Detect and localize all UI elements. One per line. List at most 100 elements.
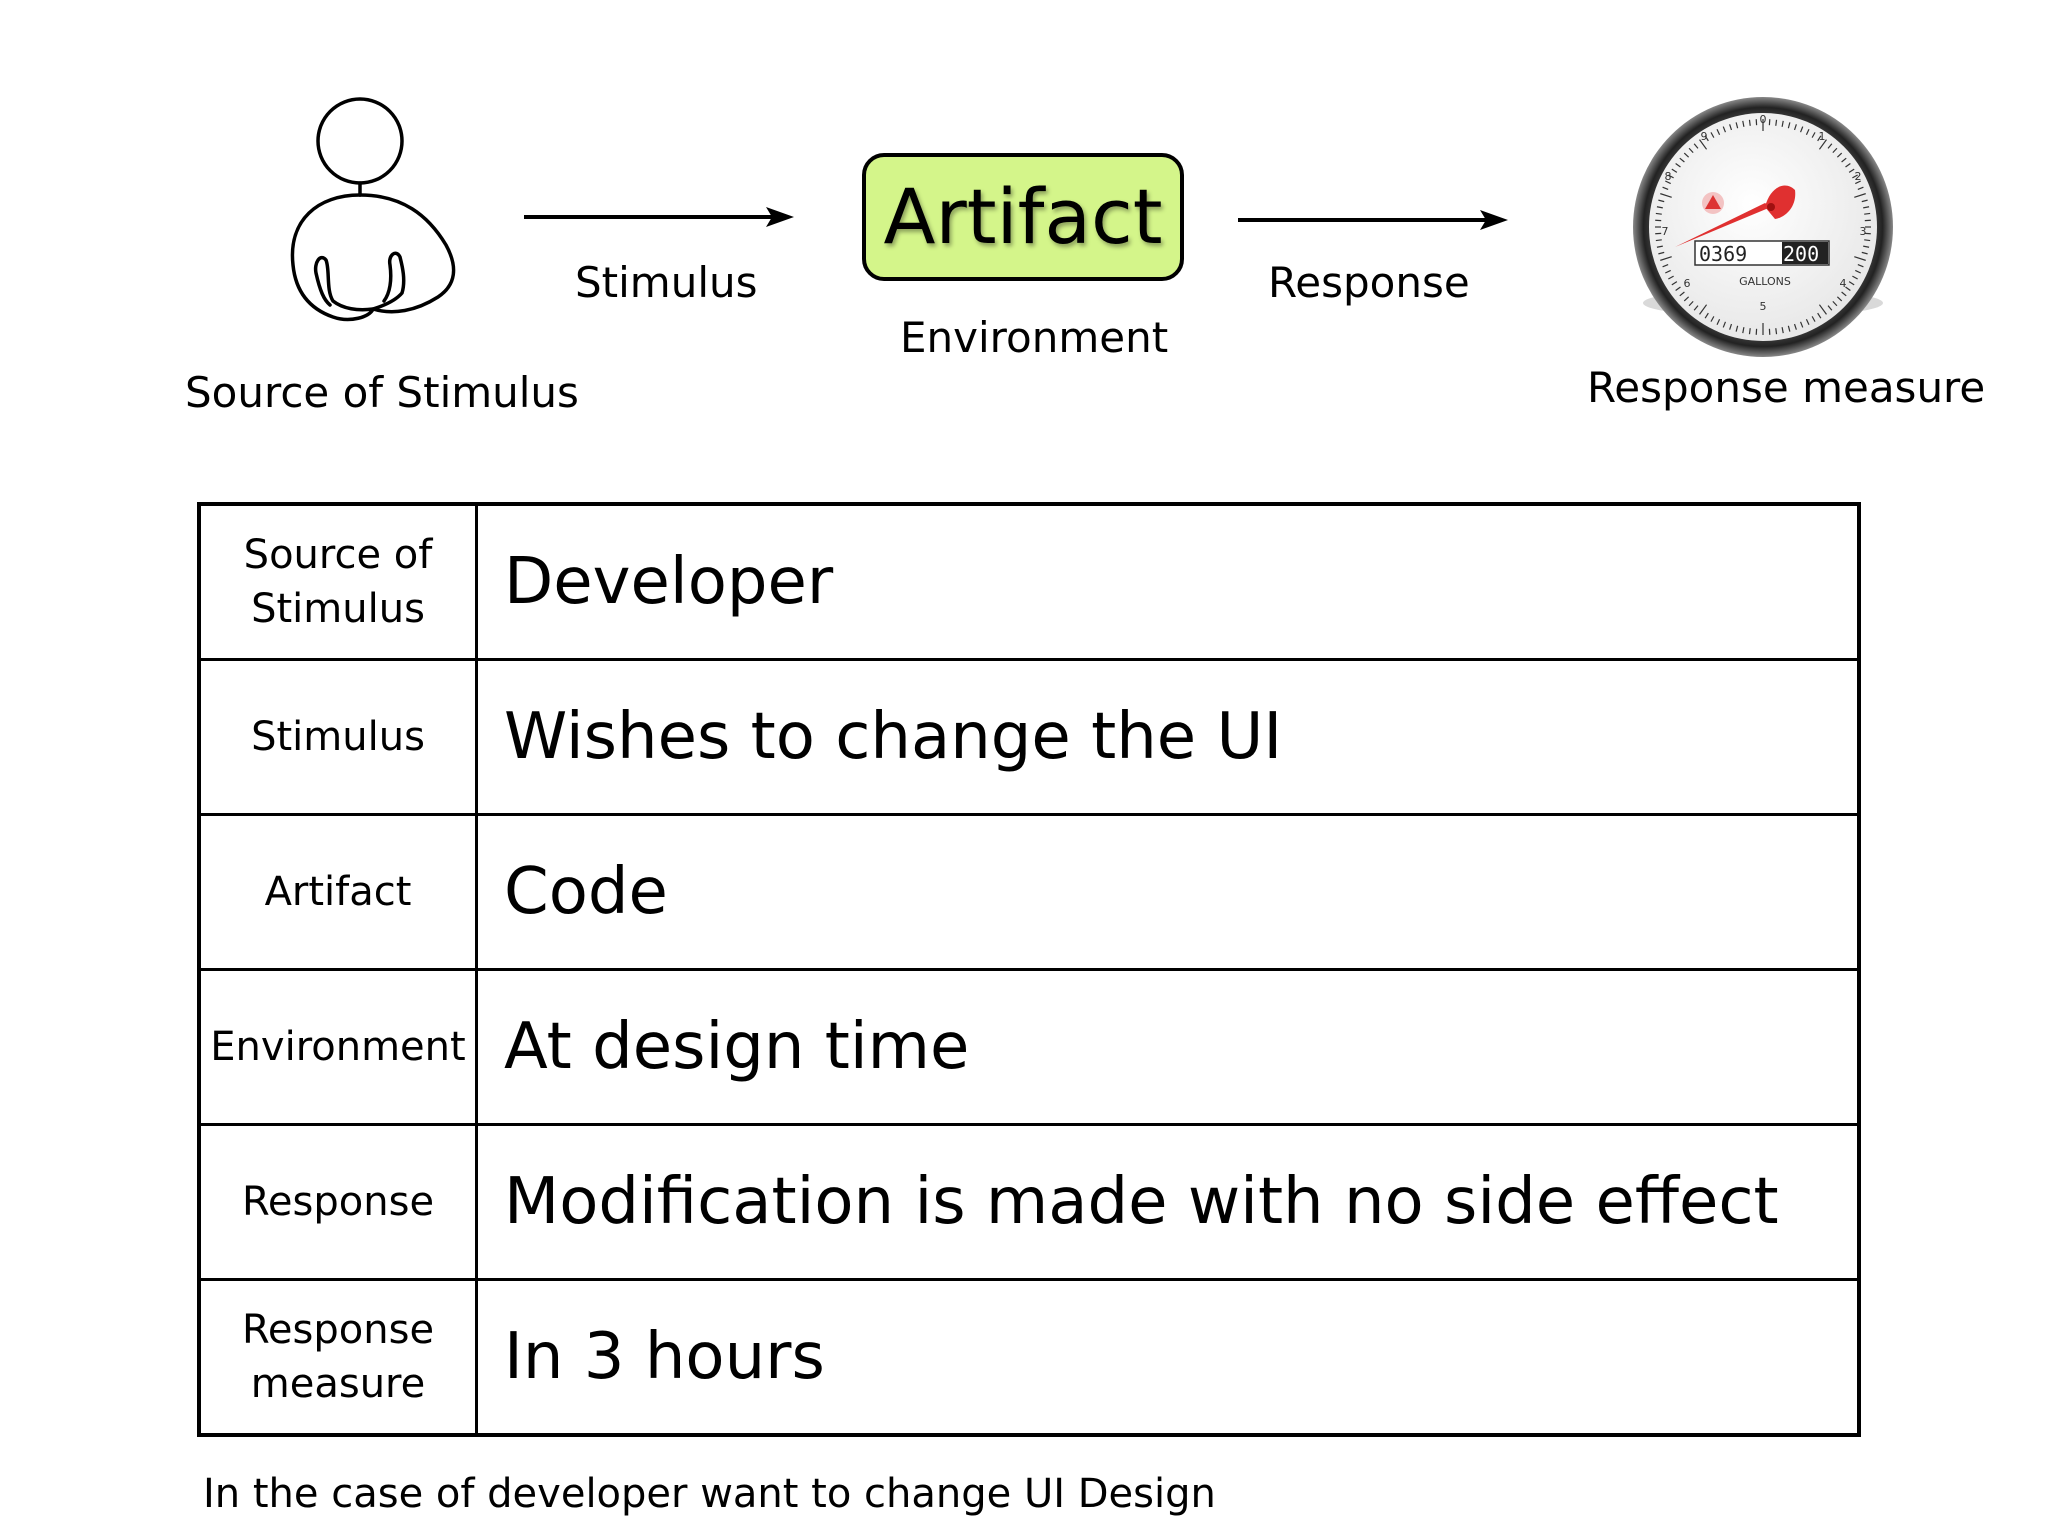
row-value-source-of-stimulus: Developer	[475, 502, 1861, 661]
gauge-tick	[1722, 126, 1727, 133]
gauge-tick	[1827, 305, 1833, 311]
gauge-tick	[1793, 323, 1797, 330]
gauge-tick	[1656, 206, 1663, 209]
gauge-tick	[1710, 132, 1715, 138]
dial-number: 0	[1760, 113, 1767, 126]
dial-number: 1	[1819, 130, 1826, 143]
gauge-icon: 0 1 2 3 4 5 6 7 8 9 0369 200 GALLONS	[1633, 97, 1893, 357]
dial-number: 8	[1665, 170, 1672, 183]
gauge-tick	[1716, 319, 1721, 325]
source-of-stimulus-label: Source of Stimulus	[185, 368, 579, 417]
gauge-tick	[1662, 186, 1669, 191]
gauge-tick	[1857, 186, 1864, 191]
gauge-tick	[1841, 291, 1847, 297]
gauge-tick	[1793, 124, 1797, 131]
row-value-environment: At design time	[475, 968, 1861, 1126]
gauge-tick	[1845, 286, 1851, 291]
gauge-tick	[1836, 152, 1843, 158]
dial-number: 9	[1701, 130, 1708, 143]
dial-number: 4	[1840, 277, 1847, 290]
gauge-tick	[1658, 251, 1665, 255]
gauge-tick	[1699, 139, 1708, 150]
dial-number: 3	[1860, 225, 1867, 238]
gauge-tick	[1781, 327, 1784, 334]
gauge-units: GALLONS	[1739, 275, 1791, 288]
row-key-stimulus: Stimulus	[197, 658, 478, 816]
gauge-tick	[1742, 327, 1745, 334]
row-value-stimulus: Wishes to change the UI	[475, 658, 1861, 816]
gauge-tick	[1662, 263, 1669, 268]
gauge-tick	[1854, 193, 1866, 198]
gauge-tick	[1775, 119, 1778, 126]
table-row: Stimulus Wishes to change the UI	[197, 658, 1861, 816]
gauge-tick	[1811, 132, 1816, 138]
stimulus-label: Stimulus	[575, 258, 758, 307]
gauge-tick	[1787, 325, 1791, 332]
response-measure-label: Response measure	[1587, 363, 1986, 412]
gauge-tick	[1688, 147, 1694, 154]
gauge-tick	[1655, 239, 1662, 242]
response-label: Response	[1268, 258, 1470, 307]
gauge-tick	[1852, 174, 1858, 179]
gauge-tick	[1841, 157, 1847, 163]
gauge-tick	[1655, 212, 1662, 215]
gauge-tick	[1811, 316, 1816, 322]
gauge-tick	[1699, 304, 1708, 315]
gauge-tick	[1775, 328, 1778, 335]
gauge-tick	[1748, 328, 1751, 335]
gauge-tick	[1748, 119, 1751, 126]
gauge-tick	[1805, 319, 1810, 325]
gauge-tick	[1817, 312, 1822, 319]
gauge-tick	[1805, 129, 1810, 135]
environment-label: Environment	[900, 313, 1169, 362]
dial-number: 5	[1760, 300, 1767, 313]
gauge-tick	[1688, 300, 1694, 307]
gauge-tick	[1857, 263, 1864, 268]
gauge-tick	[1693, 143, 1699, 149]
gauge-tick	[1864, 239, 1871, 242]
row-value-artifact: Code	[475, 813, 1861, 971]
gauge-tick	[1836, 296, 1843, 302]
counter-highlight-digits: 200	[1783, 242, 1819, 266]
row-key-environment: Environment	[197, 968, 478, 1126]
dial-number: 6	[1684, 277, 1691, 290]
gauge-tick	[1722, 321, 1727, 328]
gauge-tick	[1658, 199, 1665, 203]
gauge-tick	[1665, 180, 1671, 185]
gauge-tick	[1704, 312, 1709, 319]
gauge-tick	[1852, 275, 1858, 280]
artifact-box: Artifact	[862, 153, 1184, 281]
gauge-tick	[1671, 168, 1678, 173]
gauge-tick	[1817, 135, 1822, 142]
counter-digits: 0369	[1699, 242, 1747, 266]
gauge-tick	[1861, 251, 1868, 255]
gauge-tick	[1679, 291, 1685, 297]
gauge-tick	[1832, 300, 1838, 307]
table-row: Artifact Code	[197, 813, 1861, 971]
gauge-tick	[1729, 323, 1733, 330]
row-key-response: Response	[197, 1123, 478, 1281]
response-arrow-icon	[1238, 210, 1508, 230]
gauge-tick	[1848, 168, 1855, 173]
gauge-tick	[1818, 304, 1827, 315]
gauge-tick	[1854, 256, 1866, 261]
row-value-response-measure: In 3 hours	[475, 1278, 1861, 1437]
gauge-tick	[1855, 269, 1861, 274]
gauge-tick	[1832, 147, 1838, 154]
stimulus-arrow-icon	[524, 207, 794, 227]
gauge-tick	[1855, 180, 1861, 185]
gauge-tick	[1710, 316, 1715, 322]
dial-number: 7	[1662, 225, 1669, 238]
gauge-tick	[1675, 286, 1681, 291]
gauge-tick	[1660, 256, 1672, 261]
gauge-tick	[1716, 129, 1721, 135]
gauge-tick	[1704, 135, 1709, 142]
gauge-tick	[1742, 120, 1745, 127]
gauge-tick	[1781, 120, 1784, 127]
gauge-tick	[1799, 126, 1804, 133]
row-key-artifact: Artifact	[197, 813, 478, 971]
